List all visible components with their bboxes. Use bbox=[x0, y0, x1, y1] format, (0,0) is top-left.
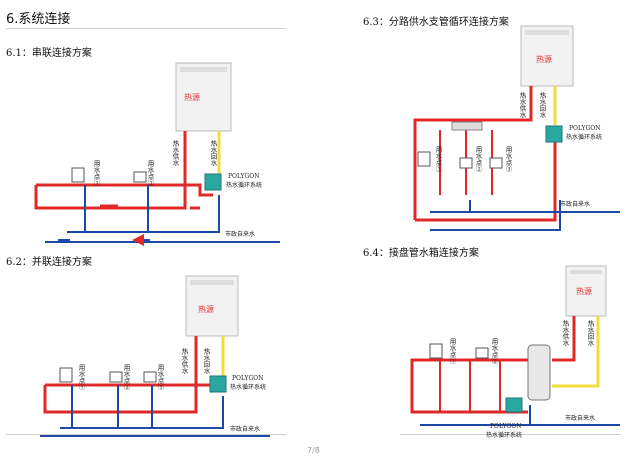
svg-text:用水点②: 用水点② bbox=[122, 364, 130, 391]
panel4-diagram: 热源 用水点① 用水点② 热水供水 热水回水 POLYGON 热水循环系统 市政… bbox=[410, 265, 620, 439]
svg-text:热水循环系统: 热水循环系统 bbox=[486, 431, 522, 439]
svg-text:热水供水: 热水供水 bbox=[171, 139, 179, 167]
svg-text:市政自来水: 市政自来水 bbox=[225, 230, 255, 238]
panel2-diagram: 热源 用水点① 用水点② 用水点③ 热水供水 热水回水 POLYGON 热水循环… bbox=[40, 275, 270, 437]
svg-text:热源: 热源 bbox=[536, 54, 552, 64]
svg-text:热水供水: 热水供水 bbox=[561, 319, 569, 347]
page-number: 7/8 bbox=[307, 446, 320, 455]
svg-text:热水循环系统: 热水循环系统 bbox=[230, 383, 266, 391]
svg-text:用水点③: 用水点③ bbox=[504, 146, 512, 173]
heater-label: 热源 bbox=[184, 92, 200, 102]
svg-text:热源: 热源 bbox=[576, 286, 592, 296]
svg-text:热水回水: 热水回水 bbox=[538, 91, 546, 119]
svg-text:热水回水: 热水回水 bbox=[202, 347, 210, 375]
svg-text:市政自来水: 市政自来水 bbox=[560, 200, 590, 208]
svg-text:用水点①: 用水点① bbox=[448, 338, 456, 365]
svg-text:热水供水: 热水供水 bbox=[518, 91, 526, 119]
panel1-diagram: 热源 用水点① 用水点② 热水供水 热水回水 POLYGON 热水循环系统 市政… bbox=[34, 62, 280, 242]
svg-text:热水循环系统: 热水循环系统 bbox=[566, 133, 602, 141]
panel3-title: 6.3：分路供水支管循环连接方案 bbox=[363, 17, 509, 28]
svg-text:市政自来水: 市政自来水 bbox=[565, 414, 595, 422]
footer-rule-right bbox=[400, 434, 620, 435]
svg-text:用水点③: 用水点③ bbox=[156, 364, 164, 391]
svg-text:用水点②: 用水点② bbox=[474, 146, 482, 173]
heater-box bbox=[175, 62, 232, 132]
svg-text:POLYGON: POLYGON bbox=[490, 423, 521, 430]
water-tank bbox=[527, 344, 551, 401]
svg-text:市政自来水: 市政自来水 bbox=[230, 425, 260, 433]
svg-text:POLYGON: POLYGON bbox=[569, 125, 600, 132]
footer-rule-left bbox=[6, 434, 286, 435]
svg-text:热源: 热源 bbox=[198, 304, 214, 314]
section-title: 6.系统连接 bbox=[6, 12, 71, 27]
svg-text:用水点①: 用水点① bbox=[434, 146, 442, 173]
svg-text:用水点②: 用水点② bbox=[146, 160, 154, 187]
svg-text:用水点①: 用水点① bbox=[77, 364, 85, 391]
svg-text:POLYGON: POLYGON bbox=[232, 375, 263, 382]
panel2-title: 6.2：并联连接方案 bbox=[6, 257, 92, 268]
svg-text:热水循环系统: 热水循环系统 bbox=[226, 181, 262, 189]
svg-text:热水供水: 热水供水 bbox=[180, 347, 188, 375]
svg-text:用水点②: 用水点② bbox=[490, 338, 498, 365]
svg-text:热水回水: 热水回水 bbox=[586, 319, 594, 347]
heater-box bbox=[185, 275, 239, 337]
svg-text:用水点①: 用水点① bbox=[92, 160, 100, 187]
panel4-title: 6.4：接盘管水箱连接方案 bbox=[363, 248, 479, 259]
panel1-title: 6.1：串联连接方案 bbox=[6, 48, 92, 59]
svg-text:POLYGON: POLYGON bbox=[228, 173, 259, 180]
svg-text:热水回水: 热水回水 bbox=[209, 139, 217, 167]
header-rule-left bbox=[6, 28, 286, 29]
pump-box bbox=[204, 173, 222, 191]
panel3-diagram: 热源 用水点① 用水点② 用水点③ 热水供水 热水回水 POLYGON 热水循环… bbox=[413, 25, 620, 231]
